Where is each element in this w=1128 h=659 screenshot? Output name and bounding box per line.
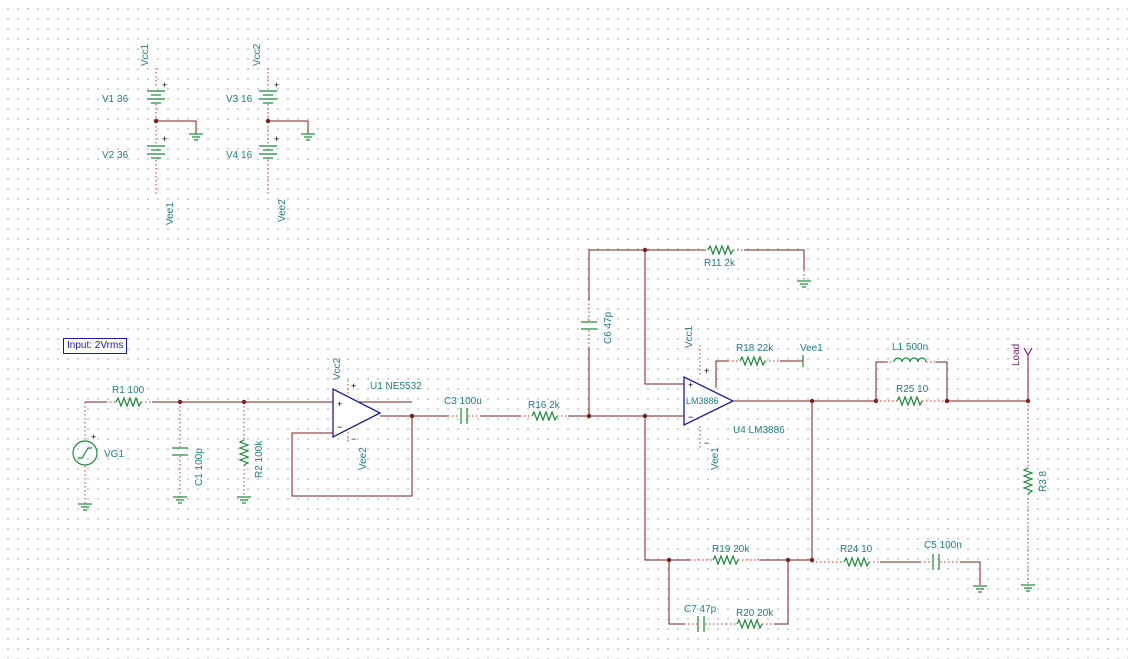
signal-source-vg1[interactable]: +	[72, 402, 98, 503]
svg-text:−: −	[337, 422, 342, 432]
capacitor-c5[interactable]	[920, 554, 960, 570]
component-label: VG1	[104, 449, 124, 460]
component-label: U1 NE5532	[370, 381, 422, 392]
resistor-r25[interactable]	[876, 395, 947, 407]
component-label: C3 100u	[444, 396, 482, 407]
component-label: C7 47p	[684, 604, 717, 615]
ground-icon	[301, 133, 315, 141]
svg-text:+: +	[688, 380, 693, 390]
svg-text:−: −	[351, 434, 356, 444]
ground-icon	[973, 585, 987, 593]
svg-text:+: +	[274, 134, 279, 144]
component-label: R3 8	[1038, 470, 1049, 492]
net-label: Vee1	[710, 447, 721, 470]
component-label: R19 20k	[712, 544, 750, 555]
component-label: R20 20k	[736, 608, 774, 619]
resistor-r18[interactable]	[728, 355, 780, 367]
component-label: R1 100	[112, 385, 145, 396]
component-label: R18 22k	[736, 343, 774, 354]
net-label: Vee1	[800, 343, 823, 354]
resistor-r16[interactable]	[520, 410, 568, 422]
component-label: L1 500n	[892, 342, 928, 353]
net-label: Vee2	[358, 447, 369, 470]
resistor-r24[interactable]	[812, 556, 880, 568]
resistor-r11[interactable]	[696, 244, 744, 256]
component-label: LM3886	[686, 396, 719, 406]
component-label: C5 100n	[924, 540, 962, 551]
net-label: Vcc1	[140, 43, 151, 66]
component-label: R16 2k	[528, 400, 561, 411]
component-label: V4 16	[226, 150, 253, 161]
component-label: R2 100k	[254, 440, 265, 478]
resistor-r2[interactable]	[238, 402, 250, 497]
battery-v2[interactable]: +	[147, 122, 167, 196]
svg-text:+: +	[162, 134, 167, 144]
load-probe[interactable]	[1023, 347, 1033, 401]
component-label: V1 36	[102, 94, 129, 105]
capacitor-c3[interactable]	[448, 408, 480, 424]
ground-icon	[237, 496, 251, 504]
opamp-u1[interactable]: + − + −	[332, 380, 382, 444]
net-label: Vcc2	[332, 357, 343, 380]
svg-text:+: +	[351, 381, 356, 391]
ground-icon	[78, 503, 92, 511]
resistor-r20[interactable]	[726, 618, 774, 630]
resistor-r1[interactable]	[106, 396, 152, 408]
ground-icon	[1021, 584, 1035, 592]
svg-text:+: +	[337, 399, 342, 409]
net-label: Vee2	[277, 199, 288, 222]
capacitor-c7[interactable]	[684, 616, 726, 632]
inductor-l1[interactable]	[886, 357, 936, 363]
capacitor-c1[interactable]	[172, 402, 188, 497]
component-label: R24 10	[840, 544, 873, 555]
ground-icon	[189, 133, 203, 141]
svg-text:+: +	[91, 432, 96, 442]
net-label: Vcc1	[684, 325, 695, 348]
opamp-u4[interactable]: + − + −	[683, 345, 735, 450]
component-label: V3 16	[226, 94, 253, 105]
battery-v4[interactable]: +	[259, 122, 279, 196]
svg-text:−: −	[688, 412, 693, 422]
ground-icon	[797, 280, 811, 288]
component-label: V2 36	[102, 150, 129, 161]
resistor-r3[interactable]	[1022, 401, 1034, 584]
component-label: R11 2k	[704, 258, 736, 269]
net-label: Vee1	[165, 202, 176, 225]
svg-text:+: +	[162, 80, 167, 90]
net-label: Vcc2	[252, 43, 263, 66]
component-label: C1 100p	[194, 448, 205, 486]
battery-v1[interactable]: +	[147, 68, 167, 120]
input-note[interactable]: Input: 2Vrms	[63, 338, 128, 354]
capacitor-c6[interactable]	[581, 300, 597, 348]
component-label: C6 47p	[603, 311, 614, 344]
ground-icon	[173, 496, 187, 504]
component-label: R25 10	[896, 384, 929, 395]
resistor-r19[interactable]	[690, 554, 760, 566]
probe-label: Load	[1011, 344, 1022, 366]
battery-v3[interactable]: +	[259, 68, 279, 120]
svg-text:+: +	[274, 80, 279, 90]
component-label: U4 LM3886	[733, 425, 785, 436]
svg-text:−: −	[704, 438, 709, 448]
svg-text:+: +	[704, 366, 709, 376]
